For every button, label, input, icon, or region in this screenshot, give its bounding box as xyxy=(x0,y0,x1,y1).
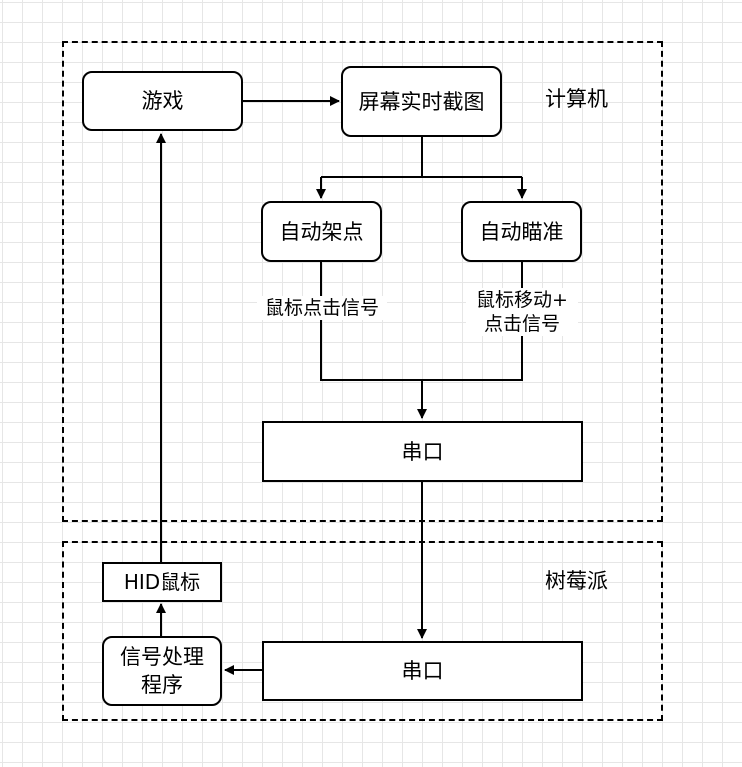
signal-processing-node: 信号处理 程序 xyxy=(102,636,222,706)
computer-group xyxy=(62,41,663,522)
auto-aim-label: 自动瞄准 xyxy=(479,219,564,244)
serial-pc-label: 串口 xyxy=(401,439,444,464)
screen-capture-node: 屏幕实时截图 xyxy=(341,66,502,137)
auto-hold-label: 自动架点 xyxy=(279,219,364,244)
computer-group-label: 计算机 xyxy=(545,87,608,111)
serial-pc-node: 串口 xyxy=(262,421,583,482)
raspberry-pi-group xyxy=(62,541,663,721)
move-click-signal-label-line1: 鼠标移动+ xyxy=(476,289,568,311)
hid-mouse-label: HID鼠标 xyxy=(123,570,201,594)
move-click-signal-label-line2: 点击信号 xyxy=(483,313,560,335)
auto-aim-node: 自动瞄准 xyxy=(461,201,582,262)
serial-pi-node: 串口 xyxy=(262,641,583,701)
game-label: 游戏 xyxy=(141,89,184,113)
hid-mouse-node: HID鼠标 xyxy=(102,562,222,602)
signal-processing-label-line2: 程序 xyxy=(141,673,183,697)
screen-capture-label: 屏幕实时截图 xyxy=(358,89,485,114)
auto-hold-node: 自动架点 xyxy=(261,201,382,262)
click-signal-label: 鼠标点击信号 xyxy=(257,296,387,320)
raspberry-pi-group-label: 树莓派 xyxy=(545,569,608,593)
move-click-signal-label: 鼠标移动+ 点击信号 xyxy=(466,288,578,336)
signal-processing-label-line1: 信号处理 xyxy=(120,645,204,669)
game-node: 游戏 xyxy=(82,71,243,131)
serial-pi-label: 串口 xyxy=(401,659,444,683)
